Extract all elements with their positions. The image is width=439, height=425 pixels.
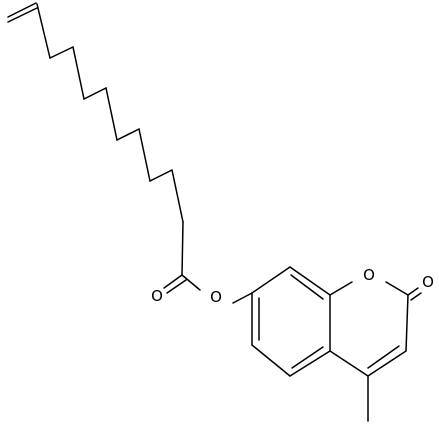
pyranone-bond <box>367 350 407 377</box>
chain-bond <box>105 87 118 141</box>
chain-bond <box>83 87 107 100</box>
bonds-layer <box>7 2 422 422</box>
benzene-bond <box>251 266 291 294</box>
pyranone-bond <box>329 350 369 377</box>
ester-single-bond <box>181 274 201 291</box>
chain-bond <box>36 3 51 59</box>
ring-oxygen-text: O <box>363 266 375 284</box>
benzene-bond <box>289 266 331 296</box>
atom-labels-layer: O O O O <box>148 266 437 306</box>
terminal-alkene-bond <box>7 2 37 18</box>
aryl-ether-bond <box>232 292 253 304</box>
chain-bond <box>181 221 184 276</box>
ester-bridge-oxygen-text: O <box>210 288 222 306</box>
pyranone-inner-double-bond <box>367 345 400 369</box>
chain-bond <box>116 128 140 141</box>
lactone-carbonyl-oxygen-text: O <box>422 273 434 291</box>
lactone-carbonyl-oxygen-label: O <box>419 273 437 291</box>
benzene-inner-double-bond <box>291 346 324 369</box>
lactone-carbonyl-double-bond <box>407 287 419 296</box>
ring-oxygen-label: O <box>360 266 378 284</box>
pyranone-bond <box>385 281 409 296</box>
ester-carbonyl-double-bond-second-line <box>166 279 187 294</box>
lactone-carbonyl-double-bond-second-line <box>410 292 422 301</box>
chain-bond <box>149 169 173 182</box>
ester-carbonyl-oxygen-text: O <box>151 287 163 305</box>
benzene-bond <box>289 350 331 377</box>
benzene-inner-double-bond <box>290 274 324 300</box>
ester-carbonyl-double-bond <box>163 274 183 289</box>
ester-bridge-oxygen-label: O <box>207 288 225 306</box>
chain-bond <box>138 128 151 182</box>
pyranone-bond <box>329 281 353 296</box>
benzene-bond <box>251 344 291 377</box>
chain-bond <box>171 169 184 223</box>
pyranone-bond <box>405 294 409 352</box>
terminal-alkene-bond-second-line <box>7 7 38 23</box>
chain-bond <box>49 46 74 59</box>
chain-bond <box>72 46 85 100</box>
ester-carbonyl-oxygen-label: O <box>148 287 166 305</box>
